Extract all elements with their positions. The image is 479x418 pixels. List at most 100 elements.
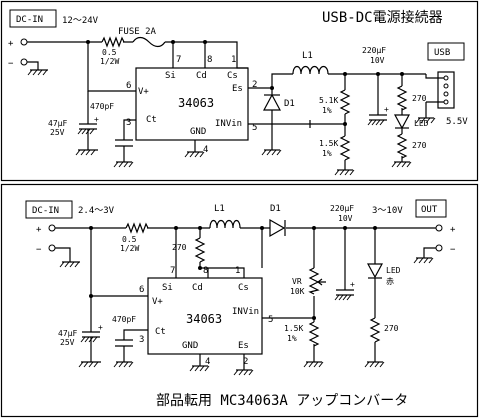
top-junctions [86, 40, 404, 126]
top-wire-usb [425, 74, 444, 118]
top-ground-rdiv [334, 169, 355, 176]
svg-text:+: + [98, 323, 103, 332]
top-rled1-value: 270 [412, 94, 427, 103]
bottom-pnum-7: 7 [170, 266, 175, 276]
bottom-pin-es: Es [238, 341, 249, 351]
top-d1-label: D1 [284, 99, 295, 109]
top-pnum-1: 1 [231, 55, 236, 65]
bottom-ground-ic [189, 365, 210, 372]
top-r-15k [339, 135, 351, 161]
top-vout-label: 5.5V [446, 117, 468, 127]
top-r-led1 [396, 85, 408, 111]
bottom-in-plus-terminal [48, 224, 56, 232]
bottom-minus-sign: − [36, 245, 42, 255]
top-diode [263, 93, 281, 111]
top-l1-label: L1 [302, 51, 313, 61]
bottom-rfb-tol: 1% [287, 334, 297, 343]
bottom-rfb-value: 1.5K [284, 324, 303, 333]
bottom-pin-si: Si [162, 283, 173, 293]
top-ic-box [135, 67, 249, 141]
top-circuit: USB-DC電源接続器 DC-IN 12〜24V + − 0.5 1/2W FU… [8, 9, 468, 176]
bottom-pin-vp: V+ [152, 297, 163, 307]
top-pin-si: Si [165, 71, 176, 81]
top-pin-cd: Cd [196, 71, 207, 81]
bottom-l1-label: L1 [214, 204, 225, 214]
bottom-rcs-value: 270 [172, 243, 187, 252]
svg-text:+: + [350, 280, 355, 289]
top-usb-label-box [427, 42, 465, 61]
top-pin-inv: INVin [215, 119, 242, 129]
bottom-wire-lchain [200, 227, 436, 268]
top-inductor [292, 65, 329, 75]
bottom-cout-value: 220μF [330, 204, 354, 213]
bottom-pin-inv: INVin [232, 307, 259, 317]
top-r1-tol: 1% [322, 106, 332, 115]
top-cin-volt: 25V [50, 128, 65, 137]
top-pin-vp: V+ [138, 87, 149, 97]
bottom-led [366, 263, 384, 279]
top-ic-label: 34063 [178, 96, 214, 110]
top-led [393, 114, 411, 130]
bottom-pnum-5: 5 [268, 315, 273, 325]
bottom-pnum-3: 3 [139, 335, 144, 345]
top-rin-value: 0.5 [102, 48, 117, 57]
top-led-label: LED [414, 119, 429, 128]
top-ct-value: 470pF [90, 102, 114, 111]
bottom-pnum-6: 6 [139, 285, 144, 295]
bottom-input-resistor [125, 222, 149, 234]
top-dcin-box [9, 9, 57, 28]
bottom-out-plus-terminal [435, 224, 443, 232]
bottom-rin-value: 0.5 [122, 235, 137, 244]
bottom-inductor [209, 219, 241, 229]
top-pnum-7: 7 [176, 55, 181, 65]
bottom-pin-cd: Cd [192, 283, 203, 293]
bottom-ic-label: 34063 [186, 312, 222, 326]
bottom-vout-label: 3〜10V [372, 206, 403, 216]
bottom-wire-ct [123, 329, 148, 340]
top-fuse-label: FUSE 2A [118, 27, 157, 37]
top-vin-label: 12〜24V [62, 16, 99, 26]
bottom-wire-top-pins [175, 267, 245, 278]
top-ground-ic [184, 151, 205, 158]
bottom-wire-minus [55, 247, 71, 262]
top-wire-plus-rail [27, 41, 248, 92]
top-r2-tol: 1% [322, 149, 332, 158]
top-timing-capacitor [113, 139, 134, 168]
svg-text:+: + [94, 115, 99, 124]
top-cout-volt: 10V [370, 56, 385, 65]
top-wire-inv [248, 120, 311, 128]
bottom-vin-label: 2.4〜3V [78, 206, 115, 216]
bottom-out-box [415, 199, 447, 218]
bottom-out-minus-sign: − [450, 245, 456, 255]
top-panel-frame [0, 0, 479, 182]
bottom-timing-capacitor [113, 339, 134, 368]
top-ground-in [27, 69, 48, 76]
bottom-led-color: 赤 [386, 277, 394, 286]
top-pnum-5: 5 [252, 123, 257, 133]
top-pnum-8: 8 [207, 55, 212, 65]
bottom-diode [269, 218, 286, 238]
bottom-wire-gnd [199, 354, 245, 370]
svg-text:+: + [384, 105, 389, 114]
top-output-capacitor: + [367, 105, 389, 126]
top-wire-rdiv [310, 74, 346, 170]
top-fuse-symbol [132, 36, 166, 48]
bottom-vr-wiper [317, 278, 326, 286]
top-title: USB-DC電源接続器 [322, 9, 443, 26]
bottom-ground-led [364, 361, 385, 368]
bottom-junctions [89, 226, 377, 320]
bottom-ground-out [413, 257, 434, 264]
bottom-led-label: LED [386, 266, 401, 275]
top-plus-sign: + [8, 39, 14, 49]
top-wire-led [401, 73, 426, 162]
top-pnum-4: 4 [203, 145, 208, 155]
top-r2-value: 1.5K [319, 139, 338, 148]
top-wire-minus [27, 61, 39, 70]
top-minus-sign: − [8, 59, 14, 69]
top-pnum-3: 3 [126, 118, 131, 128]
bottom-dcin-box [25, 200, 73, 219]
bottom-cin-volt: 25V [60, 338, 75, 347]
bottom-ct-value: 470pF [112, 315, 136, 324]
bottom-circuit: DC-IN 2.4〜3V + − 0.5 1/2W 270 + [25, 199, 456, 409]
bottom-pin-cs: Cs [238, 283, 249, 293]
